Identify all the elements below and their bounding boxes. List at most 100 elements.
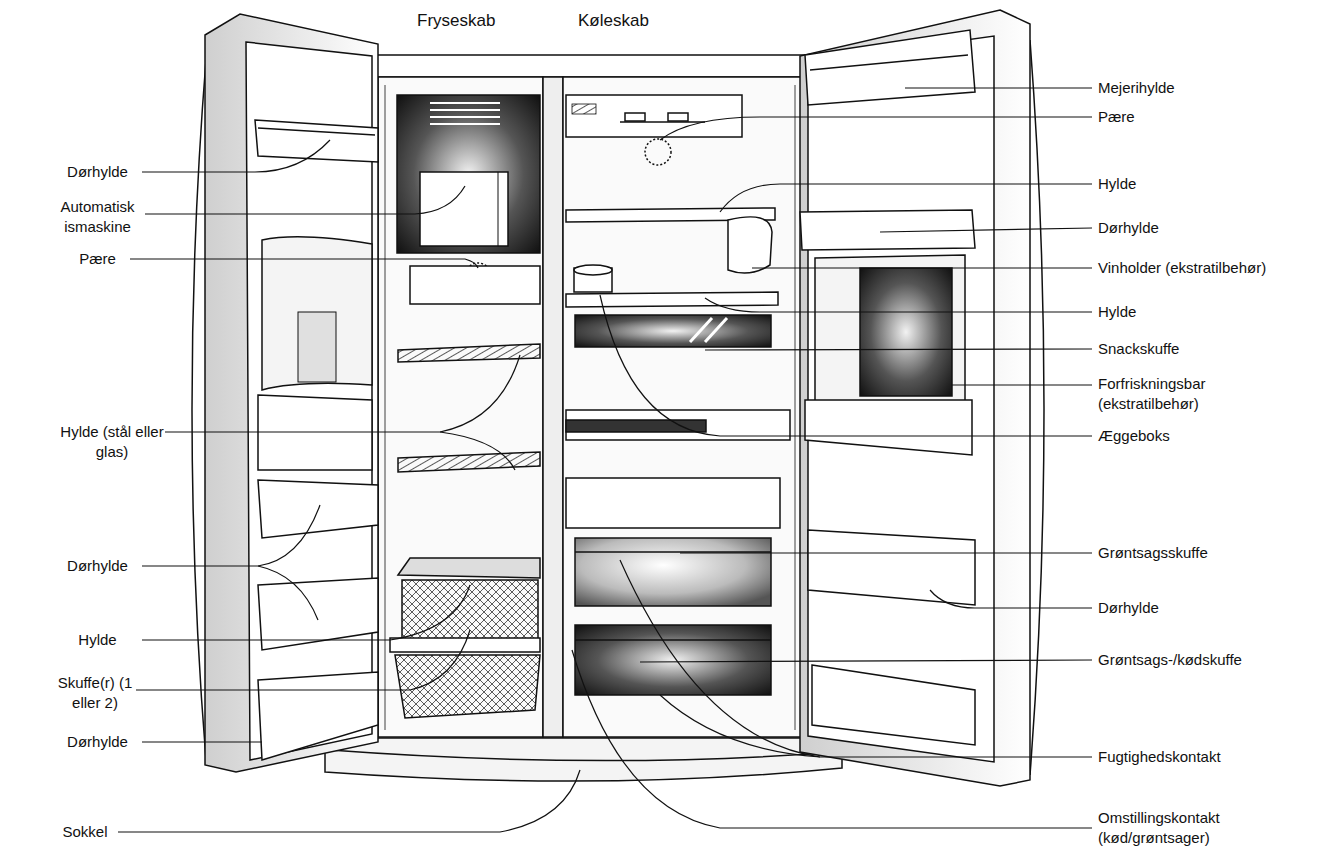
- fridge-interior: [728, 217, 772, 273]
- door-curves: [1030, 40, 1044, 775]
- fridge-interior: [645, 139, 671, 165]
- freezer-interior: [410, 266, 540, 304]
- fridge-interior: [575, 315, 771, 347]
- part-label: Pære: [40, 249, 155, 269]
- fridge-interior: [705, 318, 727, 342]
- freezer-interior: [430, 102, 500, 104]
- fridge-door: [812, 665, 975, 745]
- leader-line: [752, 267, 1092, 268]
- leader-line: [145, 186, 465, 214]
- part-label: Grøntsagsskuffe: [1098, 543, 1208, 563]
- leader-line: [258, 566, 318, 620]
- freezer-door: [258, 672, 378, 760]
- leader-line: [952, 384, 1092, 385]
- section-heading: Fryseskab: [417, 11, 495, 31]
- cabinet: [795, 85, 796, 730]
- fridge-door: [800, 210, 975, 250]
- part-label: Dørhylde: [1098, 598, 1159, 618]
- freezer-interior: [430, 123, 500, 125]
- leader-line: [165, 355, 520, 432]
- part-label: Skuffe(r) (1 eller 2): [57, 673, 133, 713]
- fridge-interior: [566, 478, 780, 528]
- fridge-door: [808, 36, 994, 762]
- leader-line: [905, 87, 1092, 88]
- freezer-interior: [430, 109, 500, 111]
- cabinet: [543, 77, 563, 737]
- leader-line: [705, 298, 1092, 312]
- freezer-interior: [395, 655, 540, 718]
- door-curves: [192, 60, 206, 760]
- fridge-interior: [566, 95, 790, 695]
- freezer-interior: [430, 116, 500, 118]
- leader-line: [930, 590, 1092, 608]
- leader-line: [142, 505, 320, 566]
- freezer-interior: [398, 452, 540, 472]
- part-label: Forfriskningsbar (ekstratilbehør): [1098, 374, 1238, 414]
- leader-line: [660, 695, 820, 757]
- fridge-door: [800, 10, 1030, 786]
- leader-line: [660, 117, 1092, 140]
- freezer-door: [298, 312, 336, 382]
- leader-line: [705, 349, 1092, 350]
- part-label: Hylde: [1098, 174, 1136, 194]
- fridge-interior: [575, 625, 771, 695]
- leader-line: [142, 741, 262, 742]
- part-label: Mejerihylde: [1098, 78, 1175, 98]
- freezer-door: [262, 237, 372, 390]
- fridge-interior: [690, 318, 727, 342]
- leader-line: [136, 630, 470, 690]
- leader-line: [142, 140, 330, 172]
- freezer-interior: [430, 103, 500, 124]
- leader-line: [620, 560, 1092, 757]
- cabinet: [385, 85, 386, 730]
- freezer-door: [205, 14, 378, 772]
- fridge-interior: [566, 292, 778, 307]
- freezer-door: [255, 120, 378, 162]
- part-label: Dørhylde: [1098, 218, 1159, 238]
- freezer-interior: [498, 172, 499, 246]
- part-label: Fugtighedskontakt: [1098, 747, 1221, 767]
- fridge-interior: [575, 639, 771, 641]
- freezer-interior: [420, 172, 508, 246]
- fridge-door: [805, 30, 975, 105]
- freezer-door: [258, 578, 378, 650]
- freezer-door: [205, 14, 378, 772]
- part-label: Omstillingskontakt (kød/grøntsager): [1098, 808, 1253, 848]
- part-label: Pære: [1098, 107, 1135, 127]
- base-plinth: [330, 750, 838, 761]
- part-label: Snackskuffe: [1098, 339, 1179, 359]
- part-label: Hylde: [1098, 302, 1136, 322]
- fridge-door: [808, 530, 975, 605]
- part-label: Dørhylde: [40, 162, 155, 182]
- fridge-interior: [575, 538, 771, 606]
- part-label: Hylde (stål eller glas): [57, 422, 167, 462]
- part-label: Vinholder (ekstratilbehør): [1098, 258, 1266, 278]
- cabinet: [563, 77, 801, 737]
- fridge-interior: [574, 265, 612, 275]
- part-label: Sokkel: [40, 822, 130, 842]
- leader-line: [680, 552, 1092, 553]
- fridge-door: [860, 268, 952, 396]
- part-label: Hylde: [40, 630, 155, 650]
- leader-line: [142, 585, 470, 640]
- freezer-interior: [398, 558, 540, 578]
- fridge-interior: [566, 95, 742, 137]
- section-heading: Køleskab: [578, 11, 649, 31]
- fridge-door: [810, 55, 968, 70]
- cabinet: [368, 55, 808, 737]
- freezer-door: [258, 128, 375, 135]
- leader-line: [130, 259, 478, 268]
- freezer-interior: [390, 95, 540, 718]
- leader-line: [440, 432, 515, 470]
- cabinet: [368, 55, 808, 77]
- leader-line: [572, 650, 1092, 828]
- freezer-interior: [397, 95, 540, 253]
- part-label: Automatisk ismaskine: [40, 197, 155, 237]
- leader-line: [600, 295, 1092, 436]
- fridge-interior: [566, 420, 706, 432]
- leader-line: [118, 88, 1092, 832]
- base-plinth: [325, 738, 842, 781]
- part-label: Grøntsags-/kødskuffe: [1098, 650, 1242, 670]
- fridge-interior: [572, 104, 596, 114]
